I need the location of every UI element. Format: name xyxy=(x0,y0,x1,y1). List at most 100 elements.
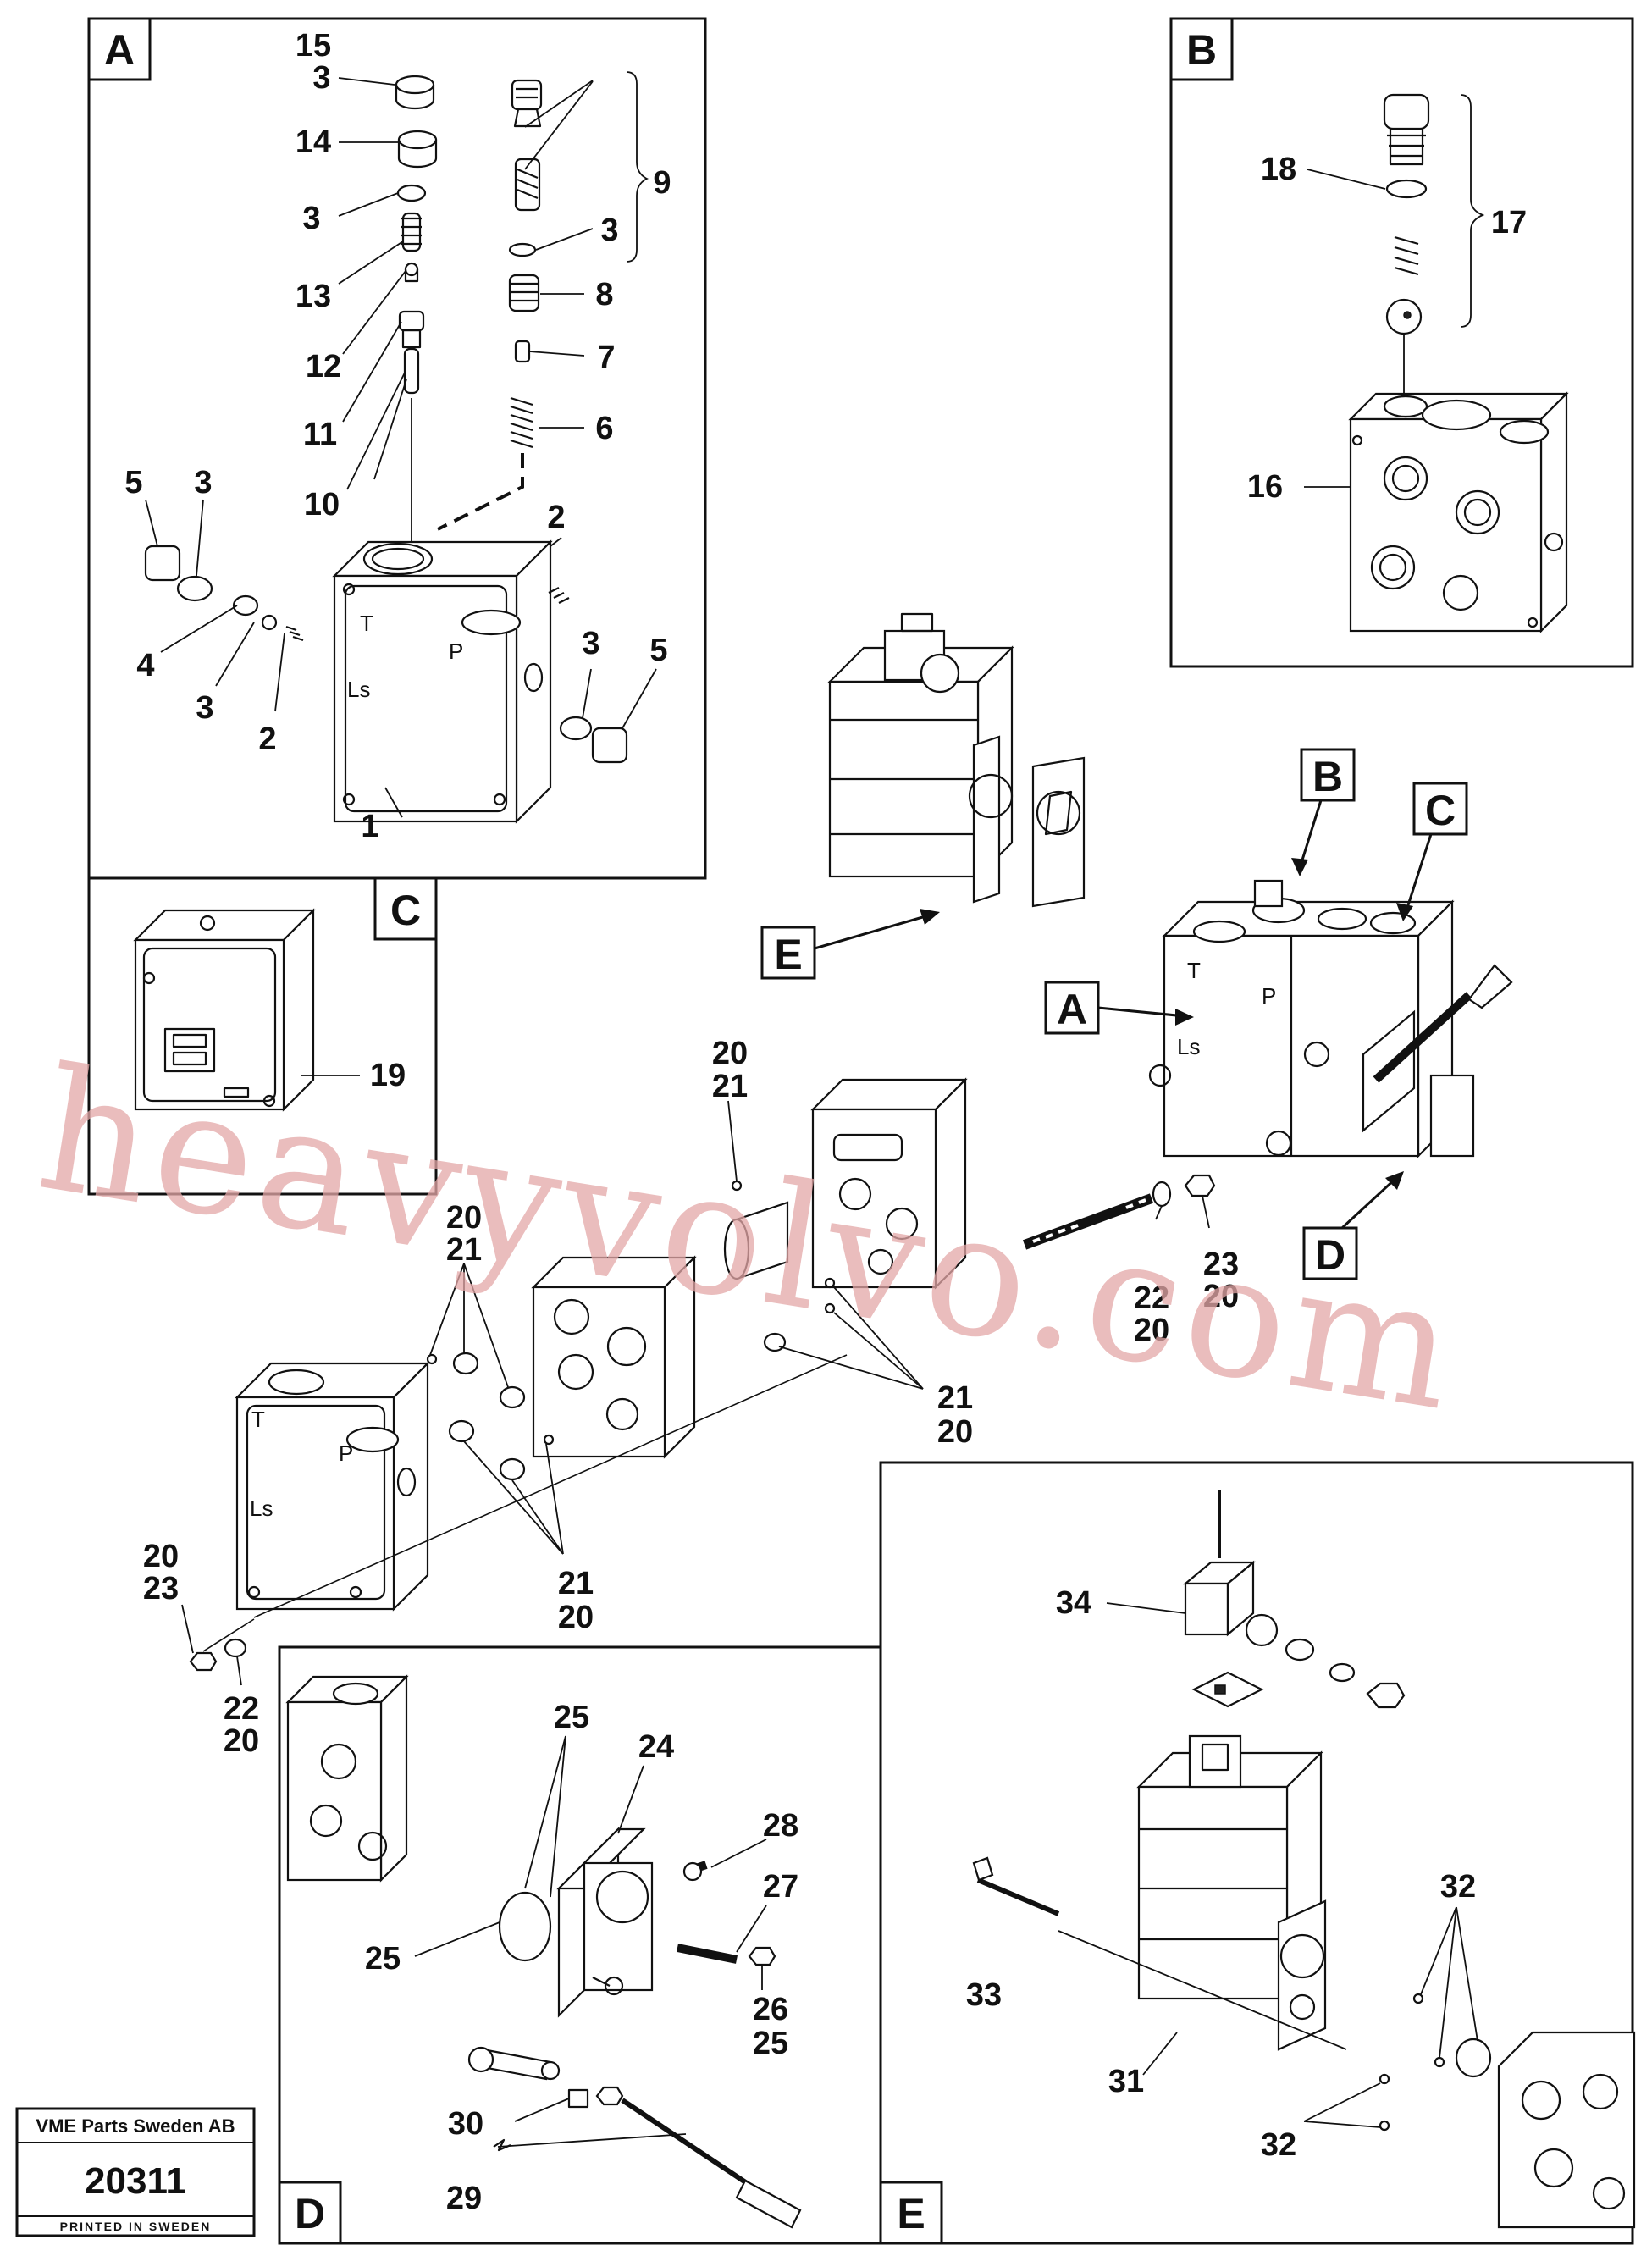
valve-body-a: T P Ls xyxy=(332,539,553,824)
panel-c-label: C xyxy=(390,887,421,934)
callout-21: 21 xyxy=(446,1232,482,1268)
callout-17: 17 xyxy=(1491,205,1527,241)
callout-9: 9 xyxy=(653,165,671,201)
callout-25: 25 xyxy=(554,1700,589,1735)
callout-34: 34 xyxy=(1056,1585,1091,1621)
callout-2: 2 xyxy=(258,722,276,757)
callout-10: 10 xyxy=(304,487,340,523)
valve-body-e xyxy=(1497,2031,1636,2229)
callout-3: 3 xyxy=(312,60,330,96)
callout-21: 21 xyxy=(937,1380,973,1416)
callout-20: 20 xyxy=(937,1414,973,1450)
valve-body-d xyxy=(285,1674,409,1883)
solenoid-connector xyxy=(1182,1490,1406,1709)
relief-valve-stack-right xyxy=(437,79,543,531)
pointer-e-label: E xyxy=(774,931,802,978)
callout-22: 22 xyxy=(1134,1280,1169,1316)
callout-20: 20 xyxy=(224,1723,259,1759)
callout-3: 3 xyxy=(302,201,320,236)
callout-4: 4 xyxy=(136,648,154,683)
callout-25: 25 xyxy=(753,2026,788,2061)
callout-15: 15 xyxy=(296,28,331,64)
panel-e-label: E xyxy=(897,2190,925,2237)
callout-20: 20 xyxy=(143,1539,179,1574)
callout-12: 12 xyxy=(306,349,341,384)
pointer-c: C xyxy=(1396,782,1468,921)
panel-d: D xyxy=(278,1645,882,2245)
callout-14: 14 xyxy=(296,124,331,160)
callout-33: 33 xyxy=(966,1977,1002,2013)
relief-valve-stack-left xyxy=(395,75,438,584)
pointer-a-label: A xyxy=(1057,986,1087,1033)
e-fasteners xyxy=(972,1856,1492,2132)
callout-25: 25 xyxy=(365,1941,401,1977)
callout-23: 23 xyxy=(143,1571,179,1606)
callout-22: 22 xyxy=(224,1691,259,1727)
panel-c: C 19 xyxy=(87,876,438,1196)
callout-11: 11 xyxy=(303,417,337,452)
callout-6: 6 xyxy=(595,411,613,446)
title-company: VME Parts Sweden AB xyxy=(36,2115,235,2137)
callout-20: 20 xyxy=(1203,1279,1239,1314)
port-p-mark: P xyxy=(449,639,463,664)
callout-29: 29 xyxy=(446,2181,482,2216)
callout-19: 19 xyxy=(370,1058,406,1093)
port-p-mark-3: P xyxy=(339,1440,353,1466)
callout-20: 20 xyxy=(1134,1313,1169,1348)
lever-bracket xyxy=(498,1827,654,2018)
callout-28: 28 xyxy=(763,1808,798,1844)
solenoid-unit-top xyxy=(827,612,1086,908)
pointer-d-label: D xyxy=(1315,1231,1345,1279)
callout-13: 13 xyxy=(296,279,331,314)
callout-5: 5 xyxy=(649,633,667,668)
callout-3: 3 xyxy=(194,465,212,500)
pointer-b-label: B xyxy=(1312,753,1343,800)
callout-32: 32 xyxy=(1261,2127,1296,2163)
callout-1: 1 xyxy=(361,809,378,844)
callout-20: 20 xyxy=(446,1200,482,1236)
callout-20: 20 xyxy=(558,1600,594,1635)
callout-30: 30 xyxy=(448,2106,483,2142)
callout-21: 21 xyxy=(558,1566,594,1601)
check-valve-stack xyxy=(1383,93,1485,415)
pointer-d: D xyxy=(1302,1171,1404,1280)
leaders-a xyxy=(145,77,657,818)
port-ls-mark: Ls xyxy=(347,677,370,702)
title-block: VME Parts Sweden AB 20311 PRINTED IN SWE… xyxy=(15,2107,256,2237)
pointer-b: B xyxy=(1291,748,1356,876)
panel-b-label: B xyxy=(1186,26,1217,74)
callout-32: 32 xyxy=(1440,1869,1476,1905)
callout-23: 23 xyxy=(1203,1247,1239,1282)
leaders-e xyxy=(1058,1602,1478,2128)
port-t-mark: T xyxy=(360,611,373,636)
callout-7: 7 xyxy=(597,340,615,375)
panel-a-label: A xyxy=(104,26,135,74)
port-p-mark-2: P xyxy=(1262,983,1276,1009)
callout-27: 27 xyxy=(763,1869,798,1905)
callout-2: 2 xyxy=(547,500,565,535)
callout-21: 21 xyxy=(712,1069,748,1104)
printed-in: PRINTED IN SWEDEN xyxy=(60,2220,212,2233)
pointer-c-label: C xyxy=(1425,787,1456,834)
pointer-e: E xyxy=(760,909,940,980)
port-t-mark-3: T xyxy=(251,1407,265,1432)
leaders-middle xyxy=(181,1100,1210,1686)
callout-3: 3 xyxy=(600,213,618,248)
panel-a: A xyxy=(87,17,707,880)
leaders-d xyxy=(414,1735,767,2148)
port-ls-mark-3: Ls xyxy=(250,1496,273,1521)
callout-18: 18 xyxy=(1261,152,1296,187)
callout-20: 20 xyxy=(712,1036,748,1071)
callout-24: 24 xyxy=(638,1729,674,1765)
callout-3: 3 xyxy=(582,626,599,661)
lever-parts xyxy=(467,1861,802,2229)
main-assembly: T P Ls B C A E xyxy=(143,612,1513,1759)
valve-body-b xyxy=(1348,391,1569,633)
panel-b: B xyxy=(1169,17,1634,668)
callout-16: 16 xyxy=(1247,469,1283,505)
port-ls-mark-2: Ls xyxy=(1177,1034,1200,1059)
panel-d-label: D xyxy=(295,2190,325,2237)
solenoid-unit-e xyxy=(1136,1734,1327,2051)
panel-e: E xyxy=(879,1461,1636,2245)
